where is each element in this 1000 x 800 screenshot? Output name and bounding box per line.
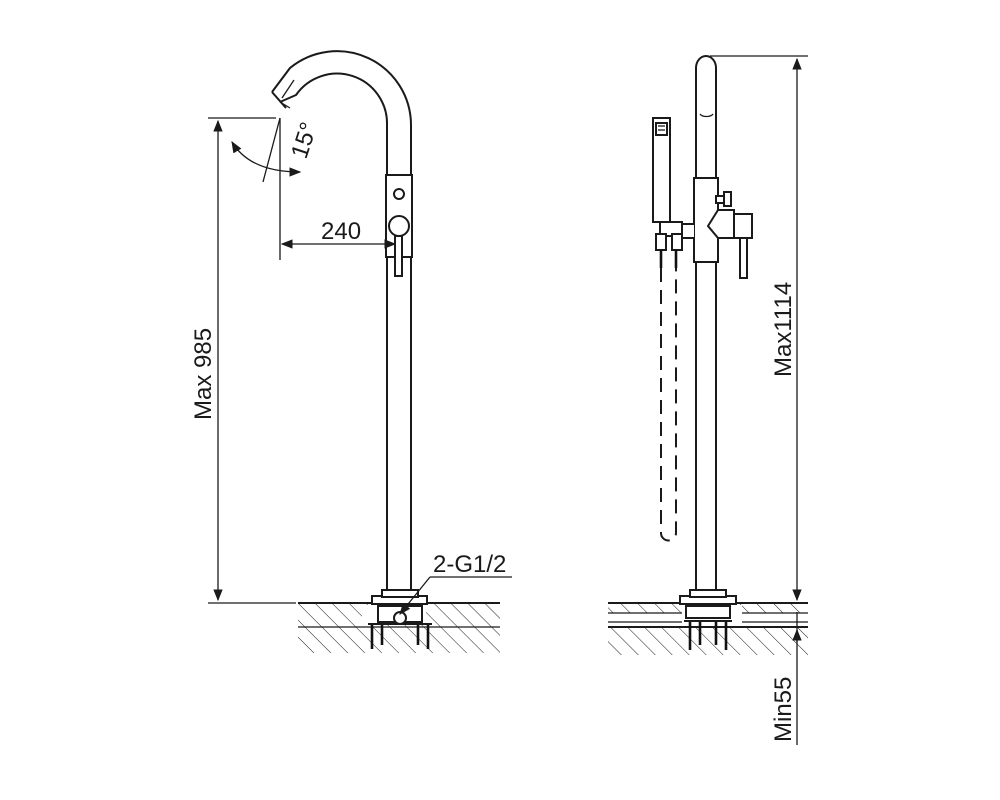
right-height-label: Max1114 [770,282,797,377]
connection-leader: 2-G1/2 [399,551,512,615]
hand-shower [652,117,671,223]
right-diverter [655,221,694,268]
reach-dimension: 240 [280,218,397,249]
right-view: Max1114 Min55 [608,55,808,745]
right-column [693,55,719,590]
reach-label: 240 [321,218,361,245]
left-height-label: Max 985 [190,328,217,420]
angle-indicator: 15° [231,117,323,260]
shower-hose [660,268,677,542]
left-height-dimension: Max 985 [190,117,296,604]
right-mixer-handle [706,191,753,279]
connection-label: 2-G1/2 [433,551,506,578]
left-spout [271,50,412,175]
left-mixer-body [385,174,413,277]
right-height-dimension: Max1114 [710,55,808,604]
left-view: 15° 240 Max 985 2-G1/2 [190,50,512,653]
angle-label: 15° [286,119,323,162]
right-base [679,589,737,650]
depth-dimension: Min55 [770,612,802,745]
depth-label: Min55 [770,677,797,742]
